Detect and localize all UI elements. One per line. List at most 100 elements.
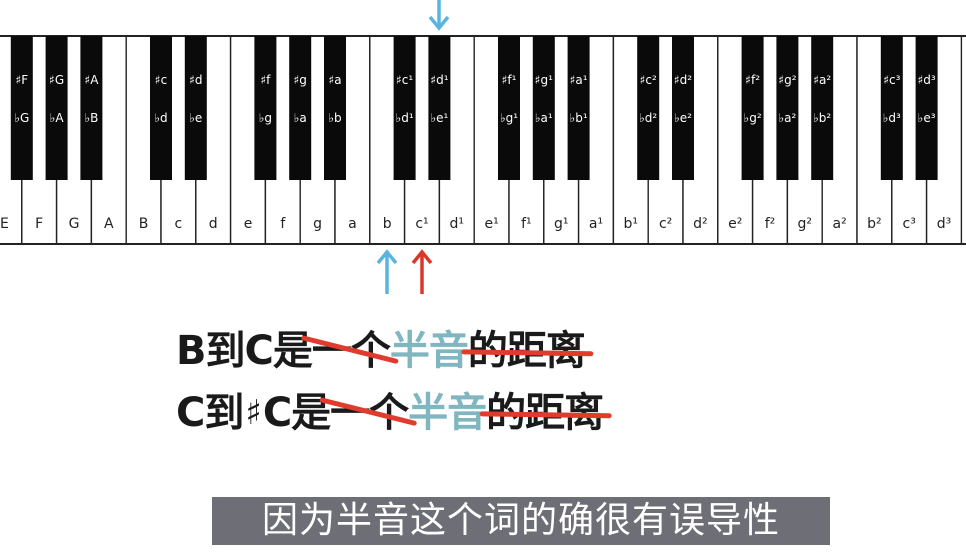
black-key-sharp-label: ♯f²: [745, 73, 760, 87]
white-key-label: G: [69, 216, 80, 232]
white-key-label: g: [313, 216, 322, 232]
black-key-flat-label: ♭a²: [778, 111, 796, 125]
white-key-label: e: [244, 216, 253, 232]
black-key-flat-label: ♭G: [14, 111, 29, 125]
white-key-label: c³: [903, 216, 916, 232]
black-key-flat-label: ♭A: [50, 111, 65, 125]
black-key-flat-label: ♭b²: [813, 111, 831, 125]
black-key: [567, 36, 590, 180]
black-key-sharp-label: ♯g²: [778, 73, 796, 87]
white-key-label: d¹: [450, 216, 465, 232]
white-key-label: E: [0, 216, 9, 232]
caption-2-banyin: 半音: [408, 390, 487, 436]
caption-1-banyin: 半音: [389, 328, 469, 374]
black-key-flat-label: ♭a: [294, 111, 307, 125]
black-key-flat-label: ♭e³: [918, 111, 936, 125]
caption-line-2: C到♯C是一个半音的距离: [176, 380, 604, 438]
white-key-label: d: [209, 216, 218, 232]
black-key-sharp-label: ♯c: [155, 73, 167, 87]
white-key-label: d²: [693, 216, 708, 232]
up-arrow-blue-icon: [376, 249, 398, 294]
black-key-sharp-label: ♯G: [49, 73, 64, 87]
white-key-label: f¹: [521, 216, 532, 232]
black-key-sharp-label: ♯d¹: [430, 73, 448, 87]
white-key-label: g²: [798, 216, 813, 232]
black-key: [324, 36, 346, 180]
white-key-label: b¹: [624, 216, 639, 232]
black-key: [915, 36, 938, 180]
black-key-flat-label: ♭d¹: [396, 111, 414, 125]
black-key-sharp-label: ♯d: [189, 73, 202, 87]
black-key: [672, 36, 694, 180]
white-key-label: b: [383, 216, 392, 232]
black-key: [254, 36, 277, 180]
black-key-sharp-label: ♯f: [260, 73, 271, 87]
black-key-flat-label: ♭e²: [674, 111, 692, 125]
black-key-sharp-label: ♯c²: [640, 73, 657, 87]
black-key-flat-label: ♭e: [189, 111, 202, 125]
down-arrow-icon: [428, 0, 450, 31]
black-key-flat-label: ♭d³: [883, 111, 901, 125]
black-key-flat-label: ♭a¹: [535, 111, 553, 125]
black-key: [150, 36, 172, 180]
black-key: [184, 36, 207, 180]
black-key: [289, 36, 312, 180]
caption-2-prefix-b: C是: [262, 390, 331, 436]
white-key-label: c²: [659, 216, 672, 232]
black-key-flat-label: ♭g²: [744, 111, 762, 125]
black-key-flat-label: ♭d²: [639, 111, 657, 125]
black-key-flat-label: ♭b: [328, 111, 341, 125]
black-key: [80, 36, 103, 180]
black-key-flat-label: ♭g: [259, 111, 272, 125]
black-key-sharp-label: ♯c¹: [396, 73, 413, 87]
black-key: [637, 36, 660, 180]
white-key-label: a¹: [589, 216, 603, 232]
black-key-flat-label: ♭e¹: [430, 111, 448, 125]
black-key: [428, 36, 451, 180]
white-key-label: A: [104, 216, 114, 232]
black-key-sharp-label: ♯a²: [813, 73, 831, 87]
white-key-label: g¹: [554, 216, 569, 232]
black-key: [393, 36, 416, 180]
up-arrow-red-icon: [411, 249, 433, 294]
white-key-label: c¹: [415, 216, 428, 232]
black-key-sharp-label: ♯A: [84, 73, 99, 87]
black-key: [741, 36, 764, 180]
caption-1-struck-distance: 的距离: [467, 328, 586, 374]
white-key-label: a: [348, 216, 357, 232]
black-key-sharp-label: ♯g: [293, 73, 306, 87]
black-key-sharp-label: ♯F: [15, 73, 28, 87]
white-key-label: d³: [937, 216, 952, 232]
black-key-flat-label: ♭B: [84, 111, 98, 125]
white-key-label: e¹: [484, 216, 498, 232]
white-key-label: f²: [765, 216, 776, 232]
black-key-flat-label: ♭g¹: [500, 111, 518, 125]
black-key-flat-label: ♭d: [154, 111, 167, 125]
black-key-sharp-label: ♯d²: [674, 73, 692, 87]
black-key-sharp-label: ♯a¹: [570, 73, 588, 87]
white-key-label: f: [280, 216, 286, 232]
black-key-sharp-label: ♯d³: [917, 73, 935, 87]
caption-1-prefix: B到C是: [176, 328, 313, 374]
caption-2-struck-distance: 的距离: [486, 390, 604, 436]
black-key: [498, 36, 520, 180]
white-key-label: e²: [728, 216, 742, 232]
black-key-flat-label: ♭b¹: [570, 111, 588, 125]
white-key-label: a²: [832, 216, 846, 232]
black-key: [776, 36, 799, 180]
black-key-sharp-label: ♯f¹: [502, 73, 517, 87]
caption-2-prefix: C到: [176, 390, 244, 436]
black-key: [10, 36, 33, 180]
caption-line-1: B到C是一个半音的距离: [176, 318, 586, 376]
black-key-sharp-label: ♯a: [328, 73, 341, 87]
caption-2-struck-yige: 一个: [330, 390, 409, 436]
white-key-label: B: [139, 216, 149, 232]
black-key-sharp-label: ♯g¹: [535, 73, 553, 87]
black-key: [532, 36, 555, 180]
sharp-symbol: ♯: [245, 393, 261, 433]
caption-1-struck-yige: 一个: [311, 328, 391, 374]
white-key-label: F: [35, 216, 43, 232]
black-key: [811, 36, 834, 180]
white-key-label: c: [175, 216, 183, 232]
black-key: [880, 36, 903, 180]
